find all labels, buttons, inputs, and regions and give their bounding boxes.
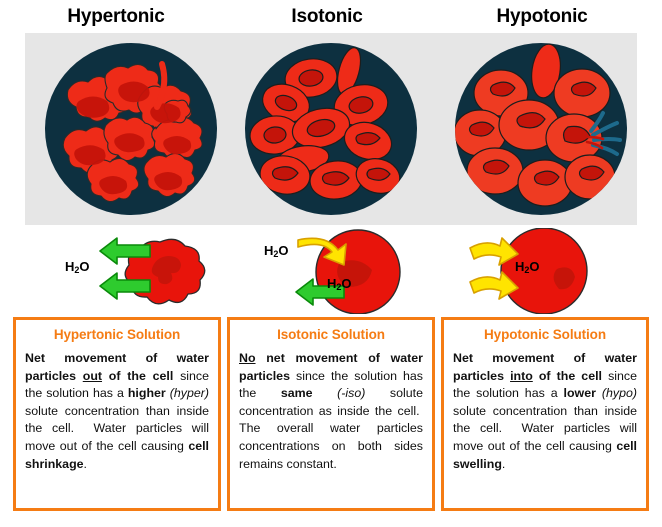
explanation-boxes: Hypertonic Solution Net movement of wate… xyxy=(13,317,649,511)
hypertonic-cell-and-arrows xyxy=(99,237,206,305)
explanation-box-hypotonic: Hypotonic Solution Net movement of water… xyxy=(441,317,649,511)
explanation-box-isotonic: Isotonic Solution No net movement of wat… xyxy=(227,317,435,511)
h2o-label-hypotonic-inside: H2O xyxy=(515,259,540,275)
explanation-heading-hypotonic: Hypotonic Solution xyxy=(484,327,606,342)
explanation-heading-isotonic: Isotonic Solution xyxy=(277,327,385,342)
water-out-arrow-bottom xyxy=(99,272,151,300)
column-title-isotonic: Isotonic xyxy=(291,5,363,27)
column-titles: Hypertonic Isotonic Hypotonic xyxy=(0,0,662,33)
water-in-arrow-bottom xyxy=(469,271,519,300)
micrograph-panel xyxy=(25,33,637,225)
explanation-box-hypertonic: Hypertonic Solution Net movement of wate… xyxy=(13,317,221,511)
swollen-rbc-illustration xyxy=(455,43,622,207)
isotonic-micrograph xyxy=(245,43,417,215)
explanation-body-isotonic: No net movement of water particles since… xyxy=(239,351,423,471)
column-title-hypertonic: Hypertonic xyxy=(67,5,165,27)
hypotonic-cell-diagram: H2O xyxy=(460,227,650,315)
hypertonic-micrograph xyxy=(45,43,217,215)
explanation-heading-hypertonic: Hypertonic Solution xyxy=(53,327,181,342)
h2o-label-hypertonic-outside: H2O xyxy=(65,259,90,275)
water-in-arrow-yellow xyxy=(297,237,347,266)
explanation-body-hypotonic: Net movement of water particles into of … xyxy=(453,351,637,471)
water-out-arrow-green xyxy=(295,278,345,306)
isotonic-cell-and-arrows xyxy=(295,229,401,315)
hypotonic-micrograph xyxy=(455,43,627,215)
explanation-body-hypertonic: Net movement of water particles out of t… xyxy=(25,351,209,471)
hypertonic-cell-diagram: H2O xyxy=(55,228,230,314)
h2o-label-isotonic-outside: H2O xyxy=(264,243,289,259)
isotonic-cell-diagram: H2O H2O xyxy=(248,228,433,315)
water-out-arrow-top xyxy=(99,237,151,265)
column-title-hypotonic: Hypotonic xyxy=(496,5,588,27)
h2o-label-isotonic-inside: H2O xyxy=(327,276,352,292)
water-in-arrow-top xyxy=(469,237,519,266)
normal-rbc-illustration xyxy=(249,47,401,200)
crenated-cells-illustration xyxy=(62,61,203,203)
hypotonic-cell-and-arrows xyxy=(469,227,588,315)
cell-water-movement-row: H2O H2O H2O xyxy=(0,227,662,315)
